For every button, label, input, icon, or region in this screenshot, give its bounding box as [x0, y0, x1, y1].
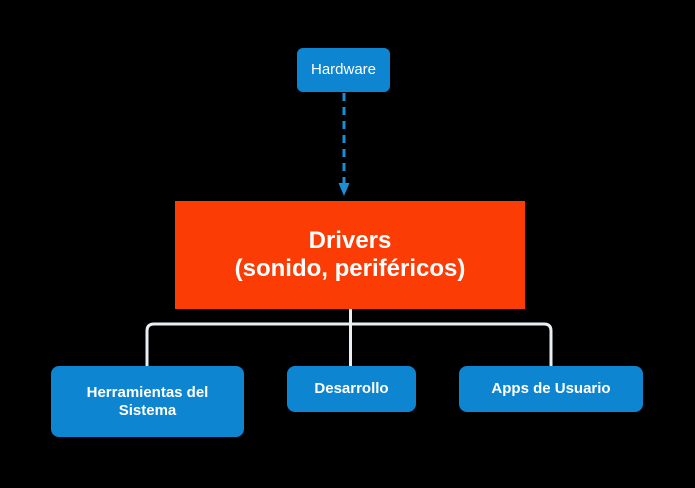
node-drivers-label-line2: (sonido, periféricos) [234, 255, 466, 282]
connector-hardware-to-drivers-icon [338, 93, 350, 196]
node-drivers-label-line1: Drivers [308, 226, 392, 254]
connector-drivers-branch-icon [145, 309, 553, 366]
node-herramientas-del-sistema-label: Herramientas del Sistema [86, 383, 209, 419]
node-herramientas-del-sistema[interactable]: Herramientas del Sistema [51, 366, 244, 437]
node-apps-de-usuario[interactable]: Apps de Usuario [459, 366, 643, 412]
node-apps-de-usuario-label: Apps de Usuario [491, 380, 611, 398]
node-drivers[interactable]: Drivers (sonido, periféricos) [175, 201, 525, 309]
node-hardware-label: Hardware [310, 61, 377, 79]
node-desarrollo-label: Desarrollo [314, 380, 389, 398]
node-desarrollo[interactable]: Desarrollo [287, 366, 416, 412]
node-hardware[interactable]: Hardware [297, 48, 390, 92]
